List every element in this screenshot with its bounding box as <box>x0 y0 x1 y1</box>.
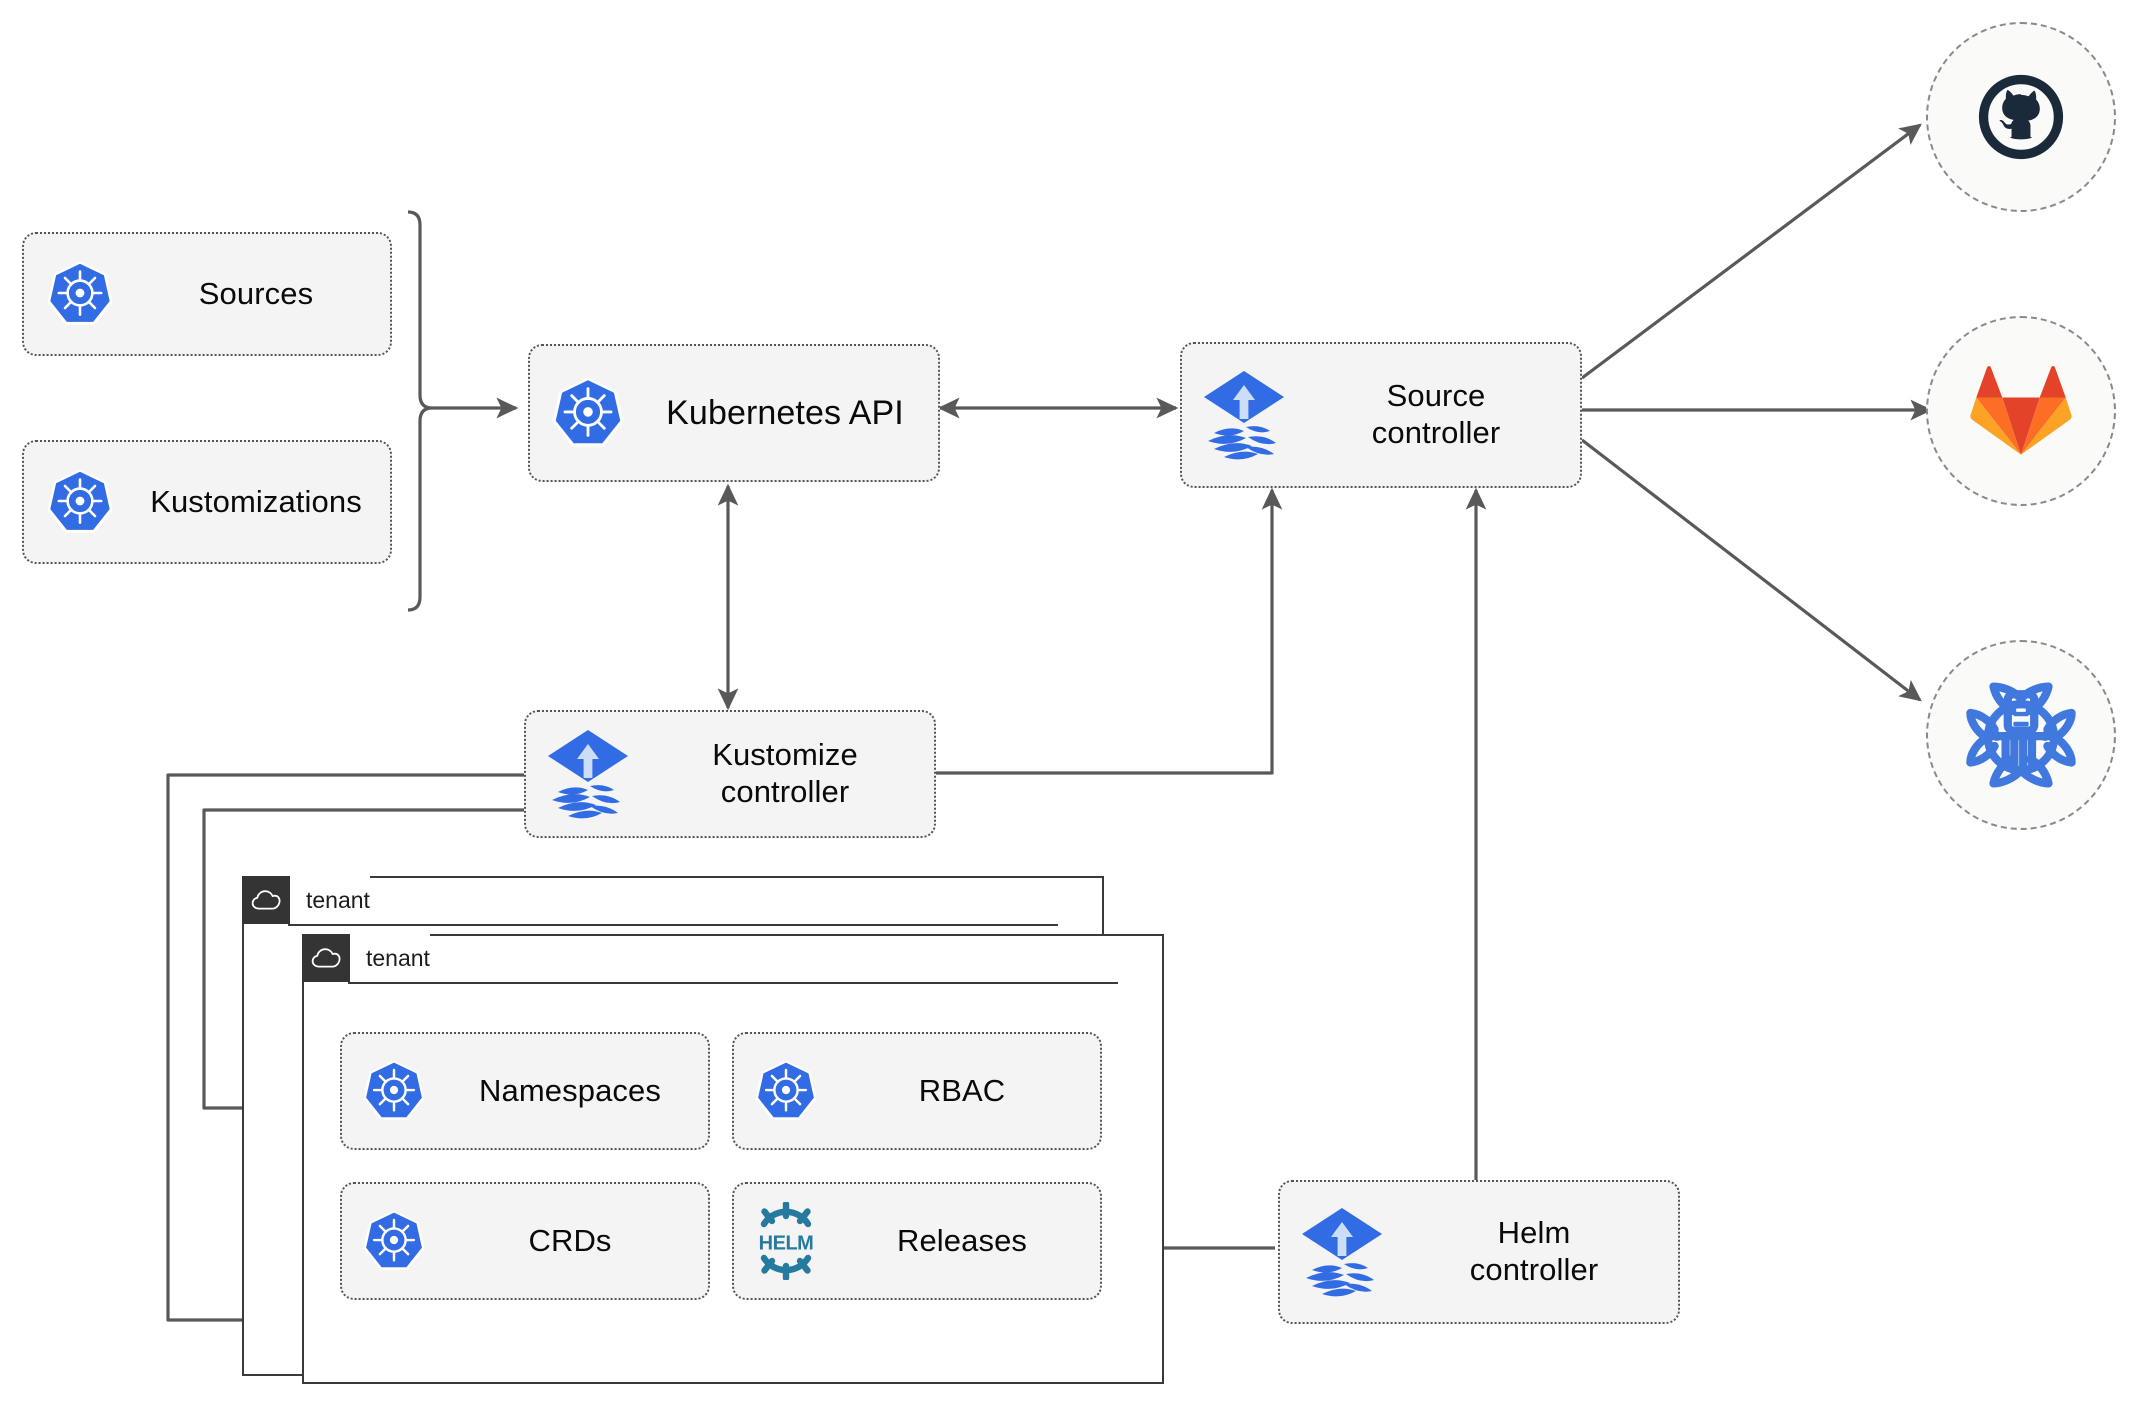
gitlab-icon <box>1970 365 2072 455</box>
kubernetes-icon <box>342 1058 446 1124</box>
cloud-icon <box>242 876 290 924</box>
node-label-kustomize-controller-line1: Kustomize <box>712 737 858 773</box>
tenant-container-front[interactable]: tenant <box>302 934 1164 1384</box>
external-source-helm-repository[interactable] <box>1926 640 2116 830</box>
node-crds[interactable]: CRDs <box>340 1182 710 1300</box>
kubernetes-icon <box>734 1058 838 1124</box>
node-label-kustomize-controller-line2: controller <box>720 774 850 809</box>
node-label-source-controller-line2: controller <box>1371 415 1501 450</box>
tenant-tab-underline-back <box>288 924 1058 926</box>
helm-repository-icon <box>1966 682 2076 788</box>
tenant-tab-underline-front <box>348 982 1118 984</box>
tenant-label-front: tenant <box>366 944 430 971</box>
external-source-github[interactable] <box>1926 22 2116 212</box>
kubernetes-icon <box>24 259 136 329</box>
node-label-releases: Releases <box>896 1222 1028 1258</box>
helm-icon: HELM <box>734 1202 838 1280</box>
node-releases[interactable]: HELM Releases <box>732 1182 1102 1300</box>
svg-text:HELM: HELM <box>759 1233 814 1255</box>
node-label-kustomizations: Kustomizations <box>150 483 362 519</box>
tenant-tab-back: tenant <box>242 876 370 924</box>
node-helm-controller[interactable]: Helm controller <box>1278 1180 1680 1324</box>
node-label-source-controller: Source controller <box>1306 378 1580 451</box>
edge-source-controller-to-registry <box>1581 438 1922 702</box>
node-label-helm-controller-line1: Helm <box>1497 1215 1571 1251</box>
node-label-crds: CRDs <box>528 1222 612 1258</box>
node-label-kustomize-controller: Kustomize controller <box>650 737 934 810</box>
node-rbac[interactable]: RBAC <box>732 1032 1102 1150</box>
kubernetes-icon <box>342 1208 446 1274</box>
node-source-controller[interactable]: Source controller <box>1180 342 1582 488</box>
edge-kustomize-controller-to-source-controller <box>936 487 1283 775</box>
node-sources[interactable]: Sources <box>22 232 392 356</box>
kubernetes-icon <box>24 467 136 537</box>
external-source-gitlab[interactable] <box>1926 316 2116 506</box>
kubernetes-icon <box>530 375 646 451</box>
node-label-source-controller-line1: Source <box>1386 378 1486 414</box>
flux-icon <box>1280 1204 1404 1300</box>
node-label-sources: Sources <box>198 275 314 311</box>
tenant-tab-front: tenant <box>302 934 430 982</box>
node-kustomize-controller[interactable]: Kustomize controller <box>524 710 936 838</box>
node-kubernetes-api[interactable]: Kubernetes API <box>528 344 940 482</box>
node-label-namespaces: Namespaces <box>479 1072 661 1108</box>
node-label-helm-controller-line2: controller <box>1469 1252 1599 1287</box>
tenant-label-back: tenant <box>306 886 370 913</box>
flux-icon <box>526 726 650 822</box>
node-label-kubernetes-api: Kubernetes API <box>666 393 904 432</box>
flux-icon <box>1182 367 1306 463</box>
node-kustomizations[interactable]: Kustomizations <box>22 440 392 564</box>
node-namespaces[interactable]: Namespaces <box>340 1032 710 1150</box>
edge-resources-bracket <box>407 210 434 612</box>
github-icon <box>1978 74 2064 160</box>
edge-source-controller-to-github <box>1581 123 1922 380</box>
node-label-rbac: RBAC <box>918 1072 1006 1108</box>
node-label-helm-controller: Helm controller <box>1404 1215 1678 1288</box>
cloud-icon <box>302 934 350 982</box>
